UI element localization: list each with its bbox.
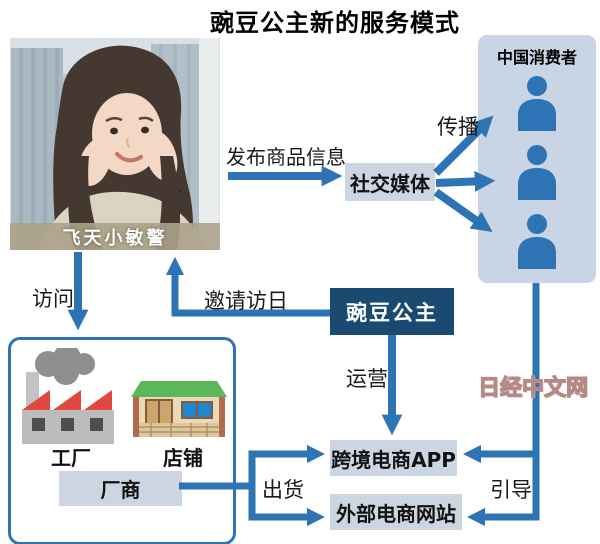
consumers-title: 中国消费者 [496,48,577,67]
person-icon [518,76,556,131]
flow-label-visit: 访问 [32,287,74,311]
page-title: 豌豆公主新的服务模式 [210,9,460,37]
person-icon [518,145,556,200]
person-icon [518,214,556,269]
flow-label-operate: 运营 [346,367,388,391]
arrow-spread-down [433,188,493,233]
factory-label: 工厂 [51,446,91,470]
flow-label-guide: 引导 [490,478,532,502]
kol-portrait-illustration [11,38,219,250]
flow-label-ship: 出货 [262,478,304,502]
node-maker: 厂商 [59,471,182,506]
shop-label: 店铺 [163,446,203,470]
flow-label-spread: 传播 [437,115,479,139]
flow-label-invite: 邀请访日 [204,289,288,313]
storefront-icon [131,381,227,437]
kol-photo: 飞天小敏警 [10,38,220,250]
supplier-group-box: 工厂 店铺 厂商 [8,337,236,544]
flow-label-publish: 发布商品信息 [226,145,346,169]
kol-caption: 飞天小敏警 [10,223,220,250]
consumers-panel: 中国消费者 [478,35,596,283]
node-external-site: 外部电商网站 [330,494,462,530]
node-company: 豌豆公主 [330,288,454,335]
watermark: 日经中文网 [477,375,589,401]
node-app: 跨境电商APP [330,440,457,476]
node-social-media: 社交媒体 [345,163,435,201]
factory-icon [22,348,114,444]
